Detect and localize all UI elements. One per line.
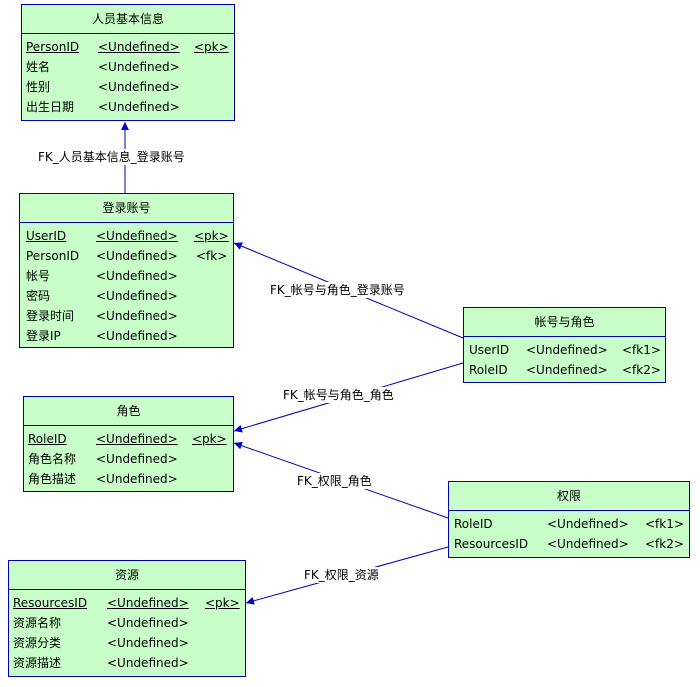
entity-title: 权限 bbox=[449, 482, 689, 511]
column-type: <Undefined> bbox=[96, 432, 178, 446]
column-name: 角色名称 bbox=[28, 452, 77, 466]
relation-label-account-role-role: FK_帐号与角色_角色 bbox=[281, 387, 396, 403]
column-name: PersonID bbox=[26, 249, 80, 263]
column-row: 登录IP <Undefined> bbox=[20, 326, 233, 346]
column-name: 帐号 bbox=[26, 269, 51, 283]
column-name: 性别 bbox=[26, 80, 51, 94]
column-type: <Undefined> bbox=[96, 329, 178, 343]
column-type: <Undefined> bbox=[547, 517, 629, 531]
entity-account-role[interactable]: 帐号与角色 UserID <Undefined> <fk1> RoleID <U… bbox=[463, 307, 666, 383]
column-type: <Undefined> bbox=[107, 656, 189, 670]
column-type: <Undefined> bbox=[547, 537, 629, 551]
column-row: RoleID <Undefined> <fk1> bbox=[449, 514, 689, 534]
column-row: RoleID <Undefined> <fk2> bbox=[464, 360, 665, 380]
column-type: <Undefined> bbox=[526, 343, 608, 357]
entity-title: 资源 bbox=[9, 561, 245, 590]
entity-title: 人员基本信息 bbox=[22, 5, 234, 34]
relation-label-permission-role: FK_权限_角色 bbox=[295, 473, 374, 489]
column-name: RoleID bbox=[469, 363, 508, 377]
column-type: <Undefined> bbox=[96, 289, 178, 303]
column-key: <fk2> bbox=[645, 537, 684, 551]
entity-resource[interactable]: 资源 ResourcesID <Undefined> <pk> 资源名称 <Un… bbox=[8, 560, 246, 677]
column-key: <pk> bbox=[205, 596, 240, 610]
column-key: <fk1> bbox=[622, 343, 661, 357]
entity-title: 帐号与角色 bbox=[464, 308, 665, 337]
column-type: <Undefined> bbox=[526, 363, 608, 377]
column-name: UserID bbox=[26, 229, 67, 243]
column-type: <Undefined> bbox=[98, 100, 180, 114]
column-name: 资源名称 bbox=[13, 616, 62, 630]
column-row: 资源名称 <Undefined> bbox=[9, 613, 245, 633]
column-row: UserID <Undefined> <fk1> bbox=[464, 340, 665, 360]
entity-permission[interactable]: 权限 RoleID <Undefined> <fk1> ResourcesID … bbox=[448, 481, 690, 558]
column-name: 姓名 bbox=[26, 60, 51, 74]
entity-title: 角色 bbox=[24, 397, 233, 426]
column-name: 密码 bbox=[26, 289, 51, 303]
column-row: 性别 <Undefined> bbox=[22, 77, 234, 97]
column-row: 出生日期 <Undefined> bbox=[22, 97, 234, 117]
column-row: RoleID <Undefined> <pk> bbox=[24, 429, 233, 449]
column-row: 资源描述 <Undefined> bbox=[9, 653, 245, 673]
column-key: <fk> bbox=[196, 249, 228, 263]
column-row: ResourcesID <Undefined> <pk> bbox=[9, 593, 245, 613]
column-name: RoleID bbox=[28, 432, 67, 446]
column-type: <Undefined> bbox=[107, 636, 189, 650]
column-name: PersonID bbox=[26, 40, 80, 54]
entity-login-account[interactable]: 登录账号 UserID <Undefined> <pk> PersonID <U… bbox=[19, 193, 234, 348]
column-row: ResourcesID <Undefined> <fk2> bbox=[449, 534, 689, 554]
column-type: <Undefined> bbox=[96, 249, 178, 263]
column-name: 登录IP bbox=[26, 329, 61, 343]
column-name: RoleID bbox=[454, 517, 493, 531]
column-key: <fk1> bbox=[645, 517, 684, 531]
column-row: 帐号 <Undefined> bbox=[20, 266, 233, 286]
column-row: 密码 <Undefined> bbox=[20, 286, 233, 306]
column-type: <Undefined> bbox=[107, 596, 189, 610]
column-row: 角色名称 <Undefined> bbox=[24, 449, 233, 469]
column-name: 出生日期 bbox=[26, 100, 75, 114]
column-type: <Undefined> bbox=[96, 309, 178, 323]
column-row: PersonID <Undefined> <pk> bbox=[22, 37, 234, 57]
column-row: PersonID <Undefined> <fk> bbox=[20, 246, 233, 266]
column-type: <Undefined> bbox=[98, 80, 180, 94]
column-name: 登录时间 bbox=[26, 309, 75, 323]
column-type: <Undefined> bbox=[96, 229, 178, 243]
column-type: <Undefined> bbox=[107, 616, 189, 630]
column-type: <Undefined> bbox=[98, 60, 180, 74]
relation-label-permission-resource: FK_权限_资源 bbox=[302, 567, 381, 583]
relation-label-account-role-login: FK_帐号与角色_登录账号 bbox=[268, 282, 407, 298]
column-row: 姓名 <Undefined> bbox=[22, 57, 234, 77]
column-name: ResourcesID bbox=[13, 596, 88, 610]
column-key: <pk> bbox=[194, 229, 229, 243]
column-name: 角色描述 bbox=[28, 472, 77, 486]
entity-title: 登录账号 bbox=[20, 194, 233, 223]
entity-person-info[interactable]: 人员基本信息 PersonID <Undefined> <pk> 姓名 <Und… bbox=[21, 4, 235, 121]
column-name: 资源分类 bbox=[13, 636, 62, 650]
column-type: <Undefined> bbox=[96, 269, 178, 283]
relation-label-person-login: FK_人员基本信息_登录账号 bbox=[36, 149, 187, 165]
column-key: <pk> bbox=[194, 40, 229, 54]
column-key: <pk> bbox=[192, 432, 227, 446]
column-row: 资源分类 <Undefined> bbox=[9, 633, 245, 653]
column-row: 登录时间 <Undefined> bbox=[20, 306, 233, 326]
column-type: <Undefined> bbox=[98, 40, 180, 54]
column-row: UserID <Undefined> <pk> bbox=[20, 226, 233, 246]
column-name: UserID bbox=[469, 343, 510, 357]
entity-role[interactable]: 角色 RoleID <Undefined> <pk> 角色名称 <Undefin… bbox=[23, 396, 234, 492]
column-type: <Undefined> bbox=[96, 452, 178, 466]
column-name: ResourcesID bbox=[454, 537, 529, 551]
column-name: 资源描述 bbox=[13, 656, 62, 670]
column-row: 角色描述 <Undefined> bbox=[24, 469, 233, 489]
column-type: <Undefined> bbox=[96, 472, 178, 486]
column-key: <fk2> bbox=[622, 363, 661, 377]
